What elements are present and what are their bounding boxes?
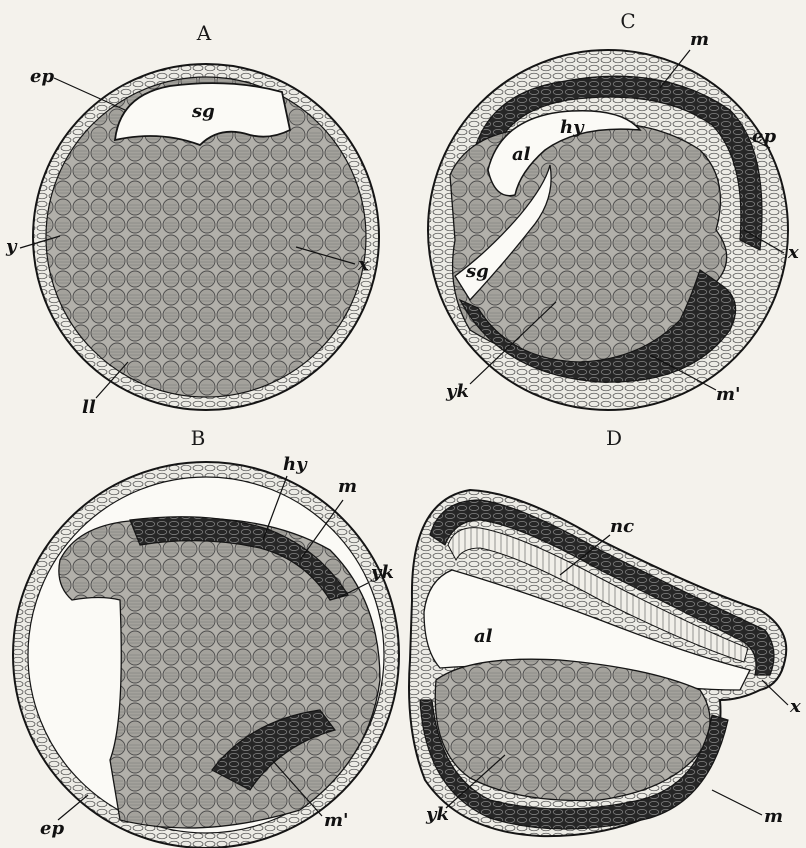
label-m: m <box>764 806 783 827</box>
label-m-prime: m' <box>716 384 741 405</box>
label-ep: ep <box>752 126 776 147</box>
panel-title-d: D <box>606 426 622 450</box>
label-sg: sg <box>191 101 215 122</box>
panel-a: A ep sg y x ll <box>5 21 379 418</box>
label-al: al <box>512 144 531 165</box>
label-hy: hy <box>283 454 308 475</box>
label-ll: ll <box>82 397 96 418</box>
label-hy: hy <box>560 117 585 138</box>
leader-x <box>762 680 788 705</box>
panel-title-a: A <box>196 21 212 45</box>
label-y: y <box>5 236 18 257</box>
panel-title-c: C <box>620 9 635 33</box>
leader-m <box>712 790 762 815</box>
label-ep: ep <box>40 818 64 839</box>
label-x: x <box>789 696 801 717</box>
label-sg: sg <box>465 261 489 282</box>
label-yk: yk <box>370 562 394 583</box>
label-nc: nc <box>610 516 634 537</box>
label-al: al <box>474 626 493 647</box>
label-ep: ep <box>30 66 54 87</box>
label-m-prime: m' <box>324 810 349 831</box>
panel-title-b: B <box>191 426 206 450</box>
label-x: x <box>357 254 369 275</box>
panel-c: C m hy al ep sg x yk m' <box>428 9 799 410</box>
label-yk: yk <box>445 381 469 402</box>
label-x: x <box>787 242 799 263</box>
label-m: m <box>690 29 709 50</box>
panel-d: D nc al x yk m <box>409 426 801 836</box>
label-m: m <box>338 476 357 497</box>
label-yk: yk <box>425 804 449 825</box>
panel-b: B hy m yk m' ep <box>13 426 399 848</box>
leader-ep <box>58 795 88 820</box>
